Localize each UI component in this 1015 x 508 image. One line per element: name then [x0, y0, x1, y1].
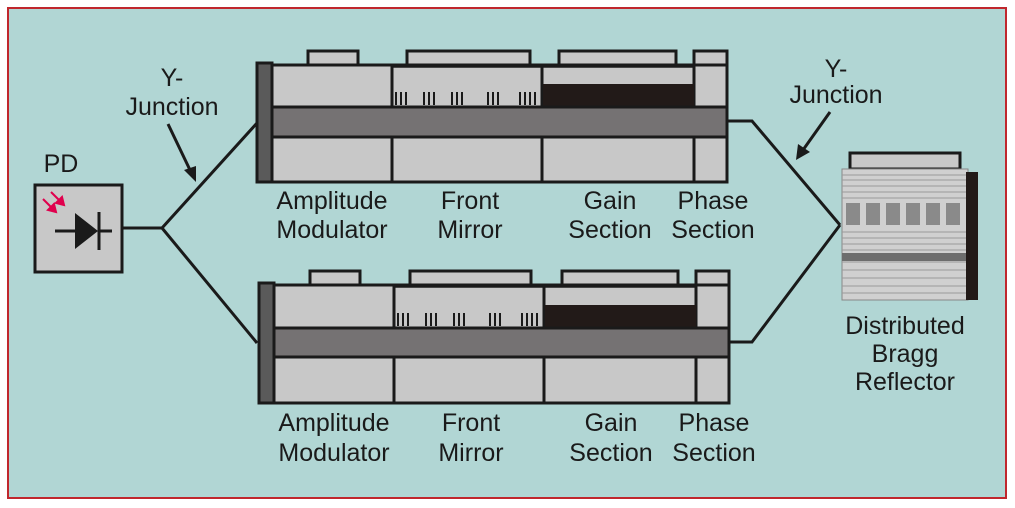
dbr-dark-band — [842, 253, 968, 261]
laser-1-gain-active-region — [543, 84, 694, 106]
laser-2-mirror-label-2: Mirror — [438, 439, 503, 467]
right-y-junction-pointer-arrow — [796, 111, 832, 160]
right-y-junction-label-2: Junction — [789, 81, 882, 109]
dbr-side-plate — [966, 172, 978, 300]
laser-1-mirror-label-1: Front — [441, 187, 499, 215]
laser-1-gain-label-2: Section — [568, 216, 651, 244]
laser-2-gain-active-region — [545, 305, 696, 327]
laser-1-top-contact-gain — [557, 49, 678, 67]
laser-1-grating-marks — [395, 92, 536, 105]
right-y-junction — [727, 119, 842, 344]
laser-2-grating-marks — [397, 313, 538, 326]
laser-1-gain-label-1: Gain — [584, 187, 637, 215]
laser-1-waveguide — [270, 105, 729, 139]
dbr-label-2: Bragg — [872, 340, 939, 368]
laser-2-phase-label-2: Section — [672, 439, 755, 467]
dbr-body — [841, 168, 969, 301]
dbr-component — [841, 151, 978, 301]
laser-2-amp-label-2: Modulator — [278, 439, 389, 467]
left-y-junction-pointer-arrow — [166, 123, 196, 182]
laser-2-gain-label-2: Section — [569, 439, 652, 467]
right-y-junction-label-1: Y- — [825, 55, 848, 83]
laser-1-amp-label-2: Modulator — [276, 216, 387, 244]
laser-2-top-contact-gain — [560, 269, 680, 287]
laser-2-top-contact-amp — [308, 269, 362, 287]
dbr-top-plate — [848, 151, 962, 171]
laser-2-waveguide — [272, 326, 731, 359]
laser-1-mirror-label-2: Mirror — [437, 216, 502, 244]
laser-1-top-contact-amp — [306, 49, 360, 67]
laser-1-top-contact-mirror — [405, 49, 532, 67]
photon-arrows-icon — [42, 191, 66, 214]
left-y-junction-label-1: Y- — [161, 64, 184, 92]
laser-2-amp-label-1: Amplitude — [278, 409, 389, 437]
dbr-stripes — [842, 174, 968, 294]
left-y-junction — [122, 121, 259, 344]
laser-1-phase-label-2: Section — [671, 216, 754, 244]
laser-1-facet — [255, 61, 274, 184]
dbr-label-1: Distributed — [845, 312, 965, 340]
dbr-grating-blocks — [846, 203, 960, 225]
laser-2-gain-label-1: Gain — [585, 409, 638, 437]
laser-2 — [257, 269, 731, 405]
laser-1-phase-label-1: Phase — [678, 187, 749, 215]
laser-2-phase-label-1: Phase — [679, 409, 750, 437]
left-y-junction-label-2: Junction — [125, 93, 218, 121]
dbr-label-3: Reflector — [855, 368, 955, 396]
laser-2-top-contact-phase — [694, 269, 731, 287]
diode-triangle-icon — [75, 213, 98, 249]
laser-2-top-contact-mirror — [408, 269, 533, 287]
laser-1-amp-label-1: Amplitude — [276, 187, 387, 215]
laser-2-mirror-label-1: Front — [442, 409, 500, 437]
laser-1-top-contact-phase — [692, 49, 729, 67]
pd-label: PD — [44, 150, 79, 178]
laser-2-facet — [257, 281, 276, 405]
photodiode — [33, 183, 124, 274]
laser-1 — [255, 49, 729, 184]
